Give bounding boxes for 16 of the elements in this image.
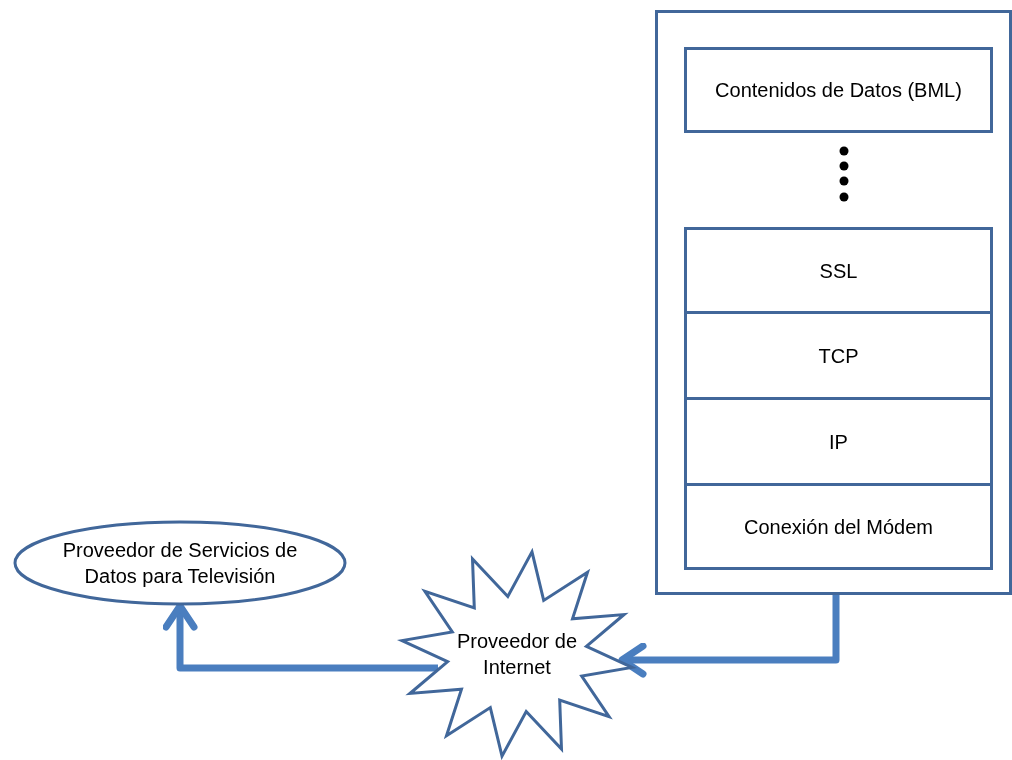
layer-label: TCP [817, 343, 860, 369]
layer-label: SSL [818, 258, 859, 284]
layer-box [684, 47, 993, 133]
layer-box [684, 483, 993, 570]
layer-box [684, 227, 993, 314]
arrow [618, 595, 840, 678]
layer-box [684, 311, 993, 400]
provider-ellipse [13, 520, 347, 606]
layer-label: IP [828, 429, 849, 455]
node-label: Proveedor de Servicios de Datos para Televisión [61, 538, 299, 589]
layer-label: Contenidos de Datos (BML) [714, 78, 963, 103]
stack-container [655, 10, 1012, 595]
layer-label: Conexión del Módem [743, 514, 934, 540]
layer-box [684, 397, 993, 486]
internet-starburst [398, 548, 636, 760]
node-label: Proveedor de Internet [455, 629, 579, 680]
